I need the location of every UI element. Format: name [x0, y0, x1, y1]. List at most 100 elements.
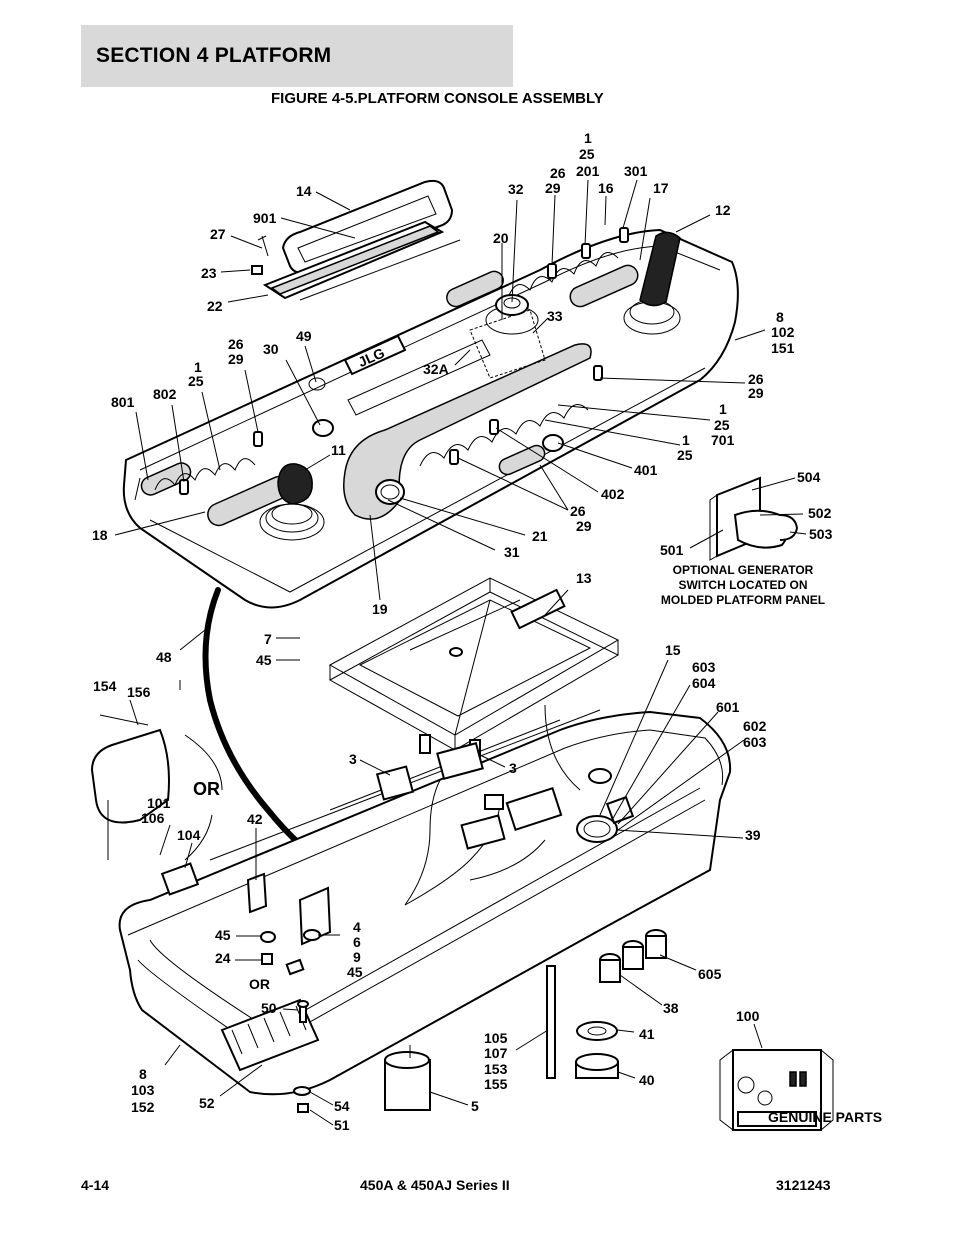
callout-107: 107	[484, 1045, 508, 1061]
callout-29-c: 29	[748, 385, 764, 401]
callout-12: 12	[715, 202, 731, 218]
callout-153: 153	[484, 1061, 508, 1077]
callout-32: 32	[508, 181, 524, 197]
callout-41: 41	[639, 1026, 655, 1042]
callout-3-a: 3	[349, 751, 357, 767]
callout-401: 401	[634, 462, 658, 478]
callout-402: 402	[601, 486, 625, 502]
figure-title: FIGURE 4-5.PLATFORM CONSOLE ASSEMBLY	[271, 90, 604, 107]
callout-25-d: 25	[677, 447, 693, 463]
callout-31: 31	[504, 544, 520, 560]
callout-45-a: 45	[256, 652, 272, 668]
callout-19: 19	[372, 601, 388, 617]
callout-13: 13	[576, 570, 592, 586]
generator-note: OPTIONAL GENERATOR SWITCH LOCATED ON MOL…	[661, 563, 825, 607]
callout-603-b: 603	[743, 734, 767, 750]
callout-11: 11	[331, 442, 346, 458]
callout-156: 156	[127, 684, 151, 700]
callout-52: 52	[199, 1095, 215, 1111]
callout-104: 104	[177, 827, 201, 843]
callout-6: 6	[353, 934, 361, 950]
callout-29-d: 29	[576, 518, 592, 534]
callout-603-a: 603	[692, 659, 716, 675]
section-title: SECTION 4 PLATFORM	[96, 44, 332, 67]
callout-16: 16	[598, 180, 614, 196]
callout-26-d: 26	[570, 503, 586, 519]
callout-24: 24	[215, 950, 231, 966]
callout-8-b: 8	[139, 1066, 147, 1082]
callout-4: 4	[353, 919, 361, 935]
callout-604: 604	[692, 675, 716, 691]
callout-54: 54	[334, 1098, 350, 1114]
or-label-small: OR	[249, 976, 270, 992]
callout-25-c: 25	[714, 417, 730, 433]
callout-26-a: 26	[228, 336, 244, 352]
wire-harness	[375, 704, 635, 906]
callout-105: 105	[484, 1030, 508, 1046]
section-header: SECTION 4 PLATFORM	[81, 25, 513, 87]
callout-601: 601	[716, 699, 740, 715]
callout-802: 802	[153, 386, 177, 402]
callout-503: 503	[809, 526, 833, 542]
callout-22: 22	[207, 298, 223, 314]
callout-155: 155	[484, 1076, 508, 1092]
kit-label: GENUINE PARTS	[768, 1109, 882, 1125]
callout-45-c: 45	[215, 927, 231, 943]
callout-102: 102	[771, 324, 795, 340]
callout-14: 14	[296, 183, 312, 199]
display-assembly	[251, 179, 461, 301]
callout-25-a: 25	[188, 373, 204, 389]
callout-101: 101	[147, 795, 171, 811]
callout-1-a: 1	[194, 359, 202, 375]
callout-701: 701	[711, 432, 735, 448]
callout-21: 21	[532, 528, 548, 544]
callout-901: 901	[253, 210, 277, 226]
callout-32A: 32A	[423, 361, 449, 377]
or-label-large: OR	[193, 779, 220, 799]
callout-7: 7	[264, 631, 272, 647]
callout-29-b: 29	[545, 180, 561, 196]
callout-301: 301	[624, 163, 648, 179]
callout-3-b: 3	[509, 760, 517, 776]
callout-48: 48	[156, 649, 172, 665]
callouts: 14 901 27 23 22 49 26 29 30 1 25 801 802…	[92, 130, 833, 1133]
glands-hardware	[384, 929, 667, 1111]
callout-23: 23	[201, 265, 217, 281]
leader-lines	[99, 179, 807, 1126]
generator-switch-detail	[709, 476, 799, 561]
kit-box-100: GENUINE PARTS	[719, 1048, 882, 1132]
callout-40: 40	[639, 1072, 655, 1088]
callout-39: 39	[745, 827, 761, 843]
callout-25-b: 25	[579, 146, 595, 162]
callout-103: 103	[131, 1082, 155, 1098]
callout-201: 201	[576, 163, 600, 179]
footer-doc-number: 3121243	[776, 1177, 831, 1193]
note-line-2: SWITCH LOCATED ON	[678, 578, 807, 592]
callout-100: 100	[736, 1008, 760, 1024]
callout-801: 801	[111, 394, 135, 410]
callout-602: 602	[743, 718, 767, 734]
callout-30: 30	[263, 341, 279, 357]
callout-20: 20	[493, 230, 509, 246]
callout-49: 49	[296, 328, 312, 344]
callout-8-a: 8	[776, 309, 784, 325]
callout-502: 502	[808, 505, 832, 521]
callout-18: 18	[92, 527, 108, 543]
callout-605: 605	[698, 966, 722, 982]
callout-27: 27	[210, 226, 226, 242]
callout-33: 33	[547, 308, 563, 324]
note-line-3: MOLDED PLATFORM PANEL	[661, 593, 825, 607]
callout-1-d: 1	[682, 432, 690, 448]
callout-1-c: 1	[719, 401, 727, 417]
callout-26-c: 26	[748, 371, 764, 387]
callout-29-a: 29	[228, 351, 244, 367]
callout-26-b: 26	[550, 165, 566, 181]
callout-45-b: 45	[347, 964, 363, 980]
note-line-1: OPTIONAL GENERATOR	[673, 563, 814, 577]
callout-38: 38	[663, 1000, 679, 1016]
console-lid: JLG	[122, 227, 739, 609]
callout-50: 50	[261, 1000, 277, 1016]
callout-152: 152	[131, 1099, 155, 1115]
callout-42: 42	[247, 811, 263, 827]
callout-106: 106	[141, 810, 165, 826]
